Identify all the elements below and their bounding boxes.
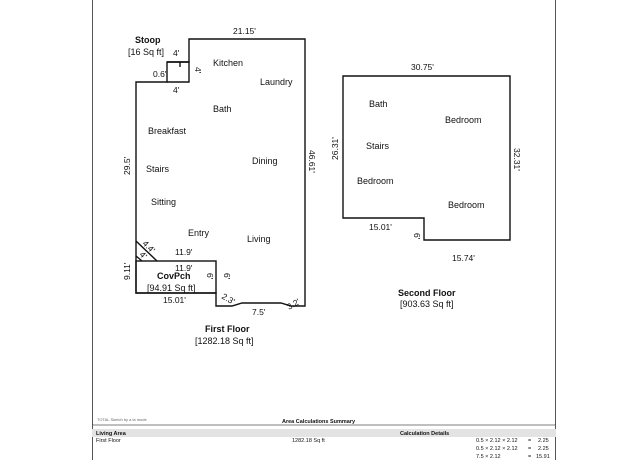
dim-stoop-top: 4' (173, 48, 180, 58)
stoop-area: [16 Sq ft] (128, 47, 164, 57)
row-first-floor-value: 1282.18 Sq ft (292, 438, 325, 444)
stoop-outline (167, 61, 190, 83)
room-sitting: Sitting (151, 197, 176, 207)
calc-1-eq: = (528, 438, 531, 444)
calc-details-label: Calculation Details (400, 431, 449, 437)
dim-stoop-side: 4' (193, 67, 203, 74)
row-first-floor-name: First Floor (96, 438, 121, 444)
porch-diagonal (135, 240, 158, 262)
dim-2f-top: 30.75' (411, 62, 434, 72)
software-note: TOTAL Sketch by a la mode (97, 417, 148, 422)
calc-3-expr: 7.5 × 2.12 (476, 454, 501, 460)
dim-stoop-bottom: 4' (173, 85, 180, 95)
calc-2-eq: = (528, 446, 531, 452)
dim-porch-side: 6' (205, 273, 215, 280)
room-bath: Bath (213, 104, 232, 114)
room-stairs: Stairs (146, 164, 170, 174)
dim-bay-left: 2.3' (220, 291, 237, 307)
dim-2f-bottom-right: 15.74' (452, 253, 475, 263)
dim-porch-bottom: 11.9' (175, 263, 193, 273)
dim-right: 46.61' (307, 150, 317, 173)
room-2f-bedroom-3: Bedroom (448, 200, 485, 210)
dim-top: 21.15' (233, 26, 256, 36)
stoop-title: Stoop (135, 35, 161, 45)
calc-1-expr: 0.5 × 2.12 × 2.12 (476, 438, 518, 444)
room-dining: Dining (252, 156, 278, 166)
room-2f-bedroom-2: Bedroom (357, 176, 394, 186)
dim-bay-right: 3.2' (285, 296, 302, 312)
dim-bottom: 15.01' (163, 295, 186, 305)
dim-bay-bottom: 7.5' (252, 307, 266, 317)
room-breakfast: Breakfast (148, 126, 187, 136)
sketch-sheet (92, 0, 556, 460)
dim-2f-bottom-left: 15.01' (369, 222, 392, 232)
covpch-title: CovPch (157, 271, 191, 281)
room-2f-bedroom-1: Bedroom (445, 115, 482, 125)
room-2f-stairs: Stairs (366, 141, 390, 151)
dim-left: 29.5' (122, 156, 132, 175)
second-floor-title: Second Floor (398, 288, 456, 298)
dim-2f-right: 32.31' (512, 148, 522, 171)
dim-porch-top: 11.9' (175, 247, 193, 257)
first-floor-outline (135, 38, 306, 307)
calc-2-res: 2.25 (538, 446, 549, 452)
dim-porch-side2: 6' (222, 273, 232, 280)
room-2f-bath: Bath (369, 99, 388, 109)
summary-header-bar (92, 429, 556, 437)
dim-diag-b: 4' (138, 249, 150, 261)
calc-1-res: 2.25 (538, 438, 549, 444)
room-laundry: Laundry (260, 77, 293, 87)
dim-left-low: 9.11' (122, 262, 132, 280)
summary-title: Area Calculations Summary (282, 419, 356, 425)
second-floor-outline (342, 75, 511, 241)
calc-2-expr: 0.5 × 2.12 × 2.12 (476, 446, 518, 452)
first-floor-title: First Floor (205, 324, 250, 334)
room-kitchen: Kitchen (213, 58, 243, 68)
covpch-outline (135, 260, 217, 294)
calc-3-res: 15.91 (536, 454, 550, 460)
first-floor-area: [1282.18 Sq ft] (195, 336, 254, 346)
room-entry: Entry (188, 228, 210, 238)
covpch-area: [94.91 Sq ft] (147, 283, 196, 293)
calc-3-eq: = (528, 454, 531, 460)
dim-2f-notch: 6' (412, 233, 422, 240)
second-floor-area: [903.63 Sq ft] (400, 299, 454, 309)
porch-diagonal-small (135, 255, 143, 262)
room-living: Living (247, 234, 271, 244)
dim-2f-left: 26.31' (330, 137, 340, 160)
living-area-label: Living Area (96, 431, 127, 437)
dim-stoop-small: 0.6' (153, 69, 167, 79)
